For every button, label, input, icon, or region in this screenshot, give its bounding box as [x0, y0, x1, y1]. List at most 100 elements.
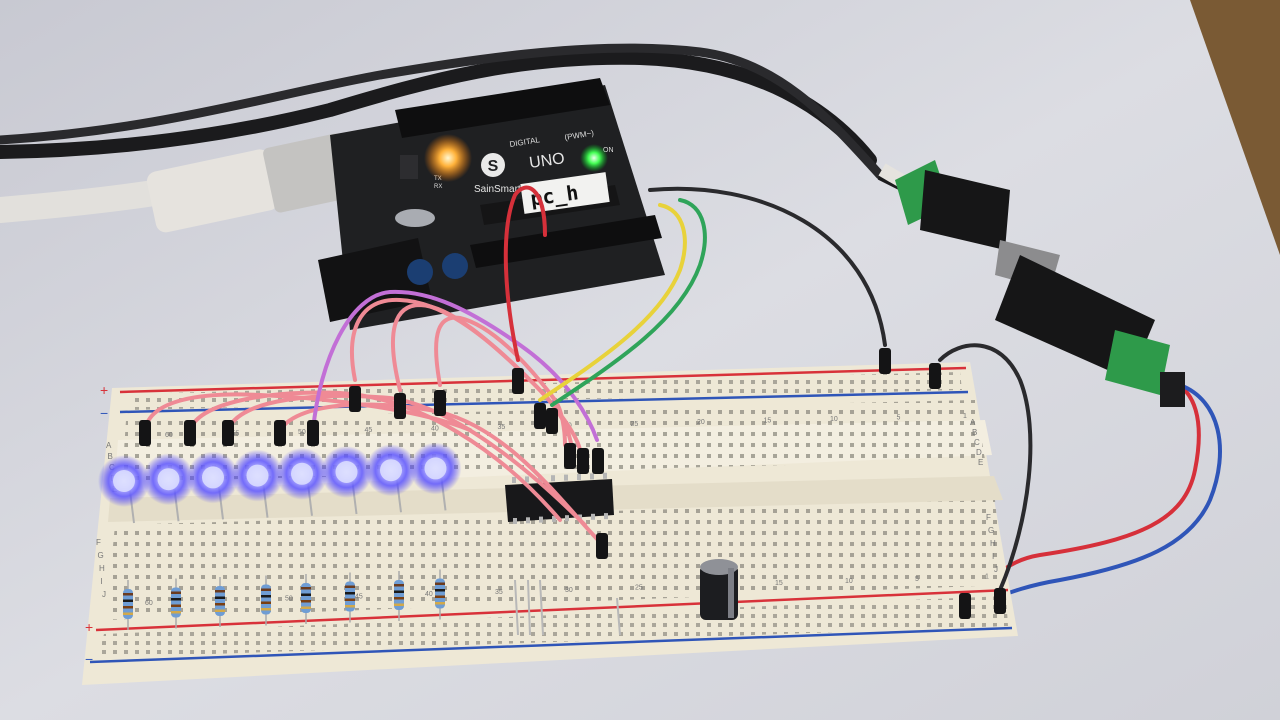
wooden-edge [1190, 0, 1280, 255]
rail-plus-bottom: + [85, 619, 93, 635]
usb-cable [0, 133, 353, 233]
wire-connector [994, 588, 1006, 614]
wire-connector [394, 393, 406, 419]
wire-connector [592, 448, 604, 474]
resistor-band [435, 589, 445, 592]
row-letter: B [972, 428, 977, 437]
row-letter: F [96, 538, 101, 547]
column-number: 30 [565, 587, 573, 594]
power-led [580, 144, 608, 172]
column-number: 45 [365, 427, 373, 434]
resistor-band [261, 595, 271, 598]
resistor [435, 578, 445, 609]
resistor [171, 587, 181, 618]
row-letter: A [106, 441, 112, 450]
resistor-band [394, 584, 404, 587]
brand-letter: S [488, 158, 499, 175]
row-letter: B [108, 452, 113, 461]
column-number: 25 [635, 585, 643, 592]
wire-connector [222, 420, 234, 446]
wire-connector [349, 386, 361, 412]
column-number: 10 [830, 416, 838, 423]
column-number: 10 [845, 578, 853, 585]
model-label: UNO [528, 150, 566, 172]
rail-plus-top: + [100, 382, 108, 398]
row-letter: G [98, 551, 104, 560]
digital-header [395, 78, 610, 138]
ic-pin [604, 513, 608, 520]
wire-connector [139, 420, 151, 446]
resistor-band [435, 582, 445, 585]
electrolytic-capacitor [700, 559, 738, 620]
row-letter: H [99, 564, 105, 573]
column-number: 60 [165, 432, 173, 439]
ic-pin [591, 513, 595, 520]
led-array [98, 442, 462, 524]
bottom-rail-blue [89, 626, 1013, 664]
led-blue [424, 457, 447, 480]
ic-pin [551, 475, 555, 482]
rail-minus-top: − [100, 405, 108, 421]
terminal-block-2 [1105, 330, 1170, 395]
crystal-oscillator [395, 209, 435, 227]
wire-connector [564, 443, 576, 469]
resistor [261, 584, 271, 615]
ic-pin [539, 516, 543, 523]
row-letter: F [986, 513, 991, 522]
wire-connector [434, 390, 446, 416]
resistor-band [394, 597, 404, 600]
row-letter: D [976, 448, 982, 457]
led-blue [380, 459, 402, 482]
resistor [215, 586, 225, 616]
led-blue [335, 461, 358, 483]
resistor-band [123, 612, 133, 615]
ic-pin [552, 515, 556, 522]
wire-connector [274, 420, 286, 446]
column-number: 1 [985, 574, 989, 581]
resistor-band [301, 600, 311, 603]
led-blue [113, 470, 135, 492]
resistor-band [301, 587, 311, 590]
resistor-band [435, 602, 445, 605]
resistor-band [171, 591, 181, 594]
rail-minus-bottom: − [85, 651, 93, 667]
row-letter: E [978, 458, 983, 467]
column-number: 60 [145, 600, 153, 607]
ic-pin [603, 472, 607, 479]
resistor-array [123, 569, 445, 630]
column-number: 50 [298, 429, 306, 436]
row-letter: J [994, 565, 998, 574]
jumper-wires [143, 185, 1033, 592]
column-number: 5 [897, 414, 901, 421]
resistor-band [171, 604, 181, 607]
column-number: 1 [963, 413, 967, 420]
resistor-band [261, 601, 271, 604]
resistor [345, 581, 355, 612]
column-number: 15 [764, 418, 772, 425]
column-number: 35 [498, 424, 506, 431]
orange-led [424, 134, 472, 182]
ic-pin [590, 473, 594, 480]
bottom-rail-red [95, 588, 1009, 632]
ic-pin [513, 518, 517, 524]
row-letter: I [992, 552, 994, 561]
ic-pin [512, 477, 516, 483]
row-letter: C [974, 438, 980, 447]
resistor-band [345, 598, 355, 601]
wire-connector [307, 420, 319, 446]
column-number: 25 [631, 421, 639, 428]
resistor-band [435, 595, 445, 598]
led-blue [202, 466, 224, 489]
led-blue [291, 462, 313, 485]
resistor-band [123, 599, 133, 602]
wire-connector [577, 448, 589, 474]
capacitor-1 [407, 259, 433, 285]
row-letter: J [102, 590, 106, 599]
dc-adapter [877, 160, 1222, 602]
top-cables [0, 43, 885, 180]
column-number: 15 [775, 580, 783, 587]
capacitor-2 [442, 253, 468, 279]
ic-pin [564, 474, 568, 481]
ic-pin [525, 476, 529, 483]
